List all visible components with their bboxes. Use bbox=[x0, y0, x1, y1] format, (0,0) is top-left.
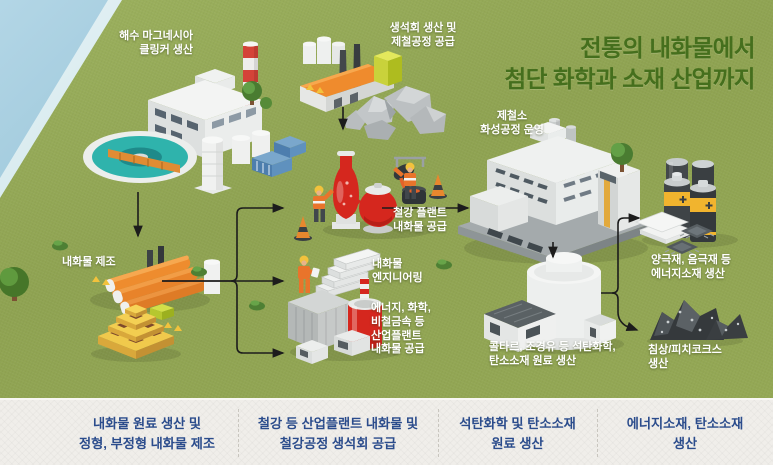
main-title-line1: 전통의 내화물에서 bbox=[580, 35, 756, 61]
footer-divider bbox=[597, 409, 598, 457]
footer-divider bbox=[238, 409, 239, 457]
main-title-line2: 첨단 화학과 소재 산업까지 bbox=[504, 65, 756, 92]
battery-materials bbox=[635, 158, 716, 255]
trees bbox=[0, 81, 633, 311]
main-title: 전통의 내화물에서 첨단 화학과 소재 산업까지 bbox=[504, 33, 756, 94]
scene-illustration bbox=[0, 36, 748, 364]
engineering-bricks bbox=[298, 248, 381, 298]
label-industrial-plant: 에너지, 화학, 비철금속 등 산업플랜트 내화물 공급 bbox=[371, 302, 431, 356]
footer-divider bbox=[438, 409, 439, 457]
magnesia-plant bbox=[83, 41, 306, 194]
label-refractory-manufacturing: 내화물 제조 bbox=[62, 256, 116, 268]
steelworks-plant bbox=[458, 118, 650, 266]
coal-chemical-plant bbox=[484, 252, 616, 352]
lime-plant bbox=[300, 36, 446, 140]
coke-pile bbox=[650, 300, 748, 340]
industrial-plant bbox=[288, 278, 382, 364]
label-coal-chemical: 콜타르, 조경유 등 석탄화학,탄소소재 원료 생산 bbox=[489, 341, 616, 367]
ladle-and-workers bbox=[294, 151, 447, 241]
flow-arrows bbox=[133, 107, 641, 358]
brick-pyramid bbox=[98, 304, 182, 359]
